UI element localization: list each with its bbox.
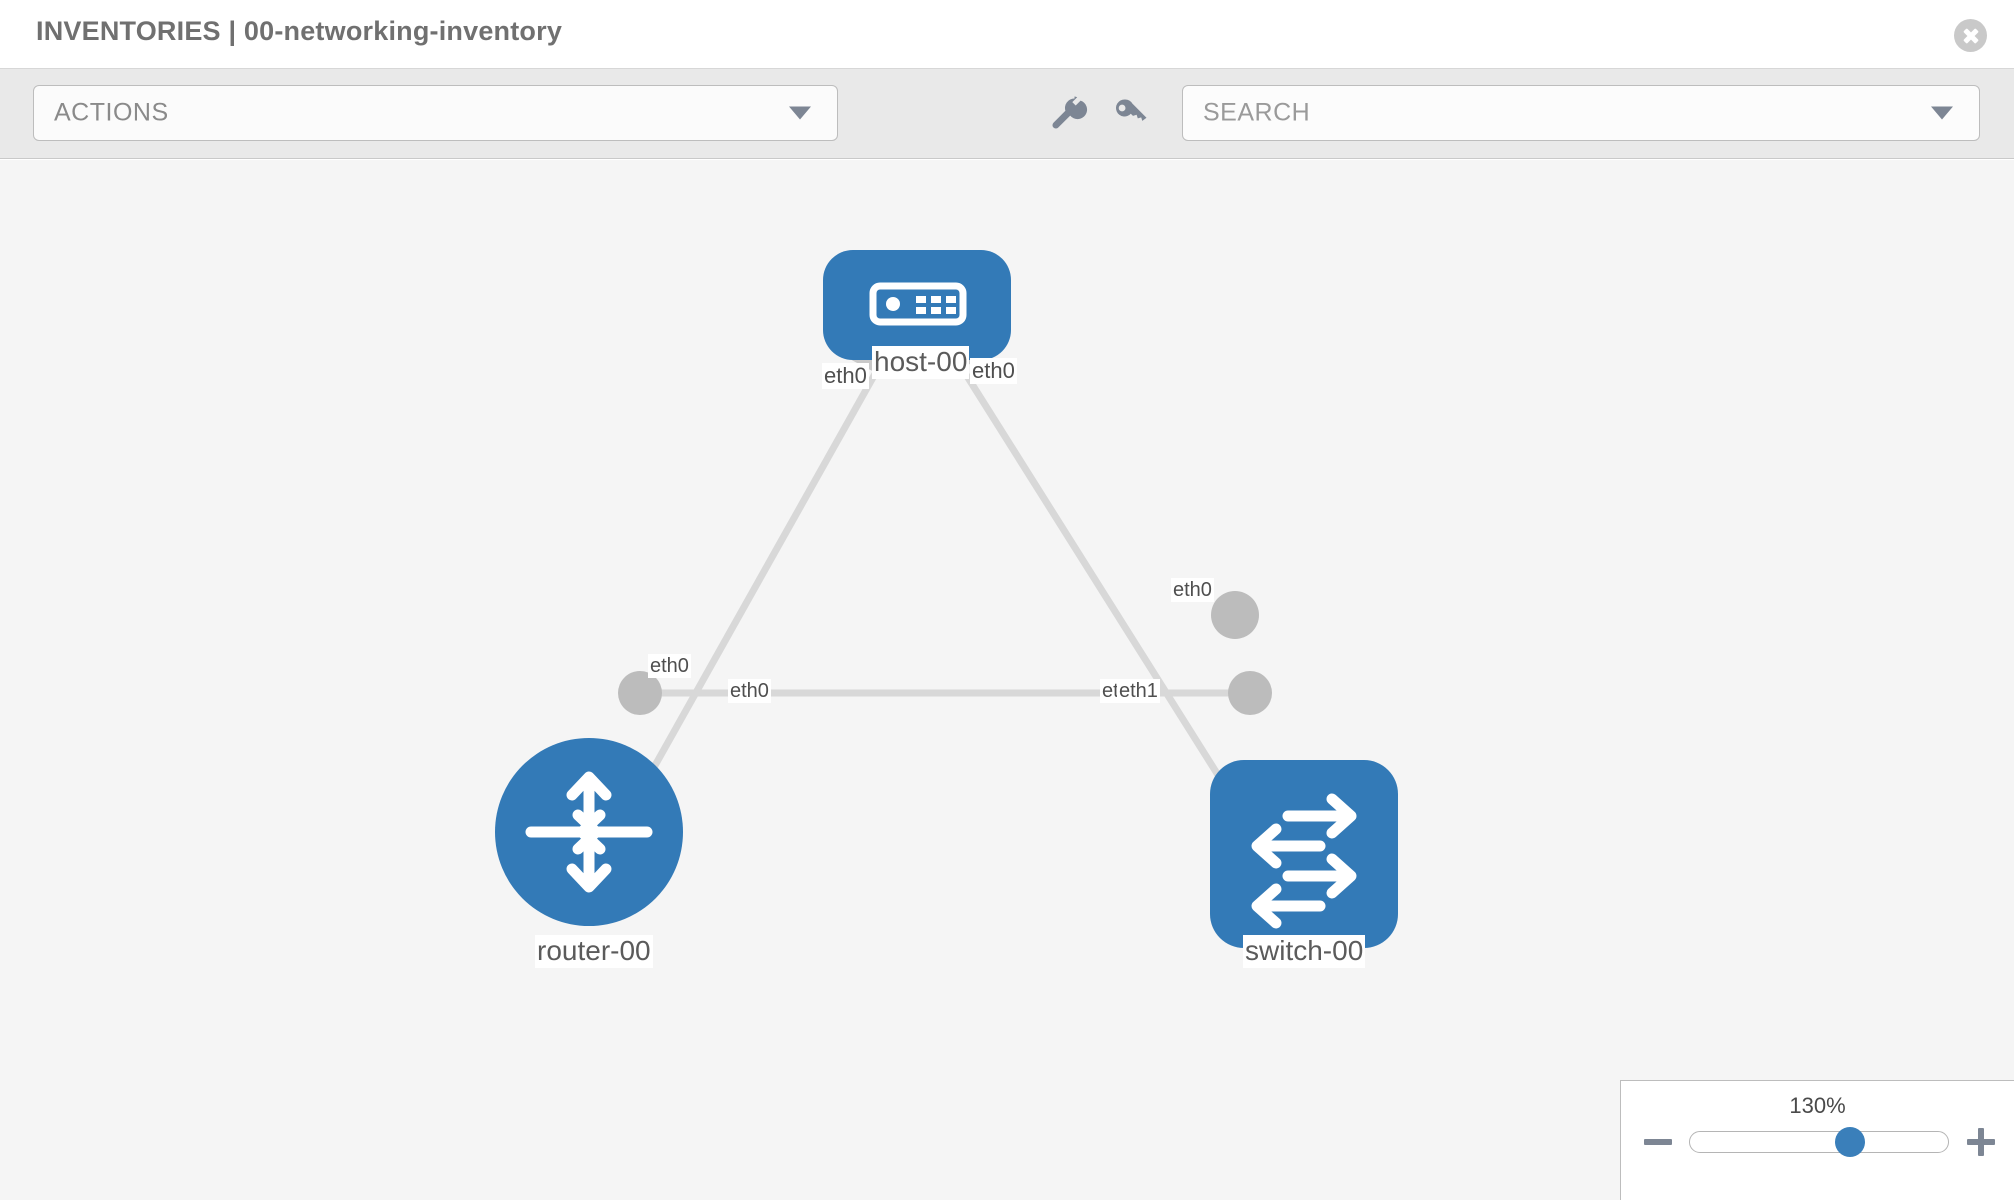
plus-icon[interactable] [1964,1125,1998,1159]
close-icon[interactable] [1954,19,1987,52]
edge-label-router-eth0-up: eth0 [648,654,691,678]
key-icon[interactable] [1108,91,1152,135]
page-title: INVENTORIES | 00-networking-inventory [36,16,563,46]
search-input[interactable]: SEARCH [1182,85,1980,141]
node-label-host-00: host-00 [872,346,970,379]
zoom-level-value: 130% [1789,1093,1846,1118]
zoom-control-panel: 130% [1620,1080,2014,1200]
node-label-router-00: router-00 [535,935,653,968]
wrench-icon[interactable] [1044,91,1088,135]
chevron-down-icon[interactable] [1931,106,1953,120]
topology-canvas[interactable]: host-00 eth0 eth0 [0,160,2014,1200]
edge-label-host-eth0-right: eth0 [970,358,1017,385]
actions-dropdown[interactable]: ACTIONS [33,85,838,141]
edge-label-router-eth0-right: eth0 [728,679,771,703]
edge-label-switch-eth1: eth1 [1117,679,1160,703]
router-arrows-icon [495,738,683,926]
page-header: INVENTORIES | 00-networking-inventory [0,0,2014,69]
node-switch-00[interactable] [1210,760,1398,948]
port-router-right [618,671,662,715]
node-label-switch-00: switch-00 [1243,935,1366,968]
chevron-down-icon [789,106,811,120]
node-host-00[interactable] [823,250,1011,360]
edge-label-host-eth0-left: eth0 [822,363,869,390]
switch-arrows-icon [1210,760,1398,948]
node-router-00[interactable] [495,738,683,926]
server-icon [823,250,1011,360]
search-placeholder: SEARCH [1203,98,1311,127]
edge-label-switch-eth0-up: eth0 [1171,578,1214,602]
zoom-slider-handle[interactable] [1834,1127,1865,1157]
toolbar: ACTIONS SEARCH [0,69,2014,159]
port-switch-left [1228,671,1272,715]
minus-icon[interactable] [1641,1125,1675,1159]
port-switch-top [1211,591,1259,639]
edge-host-switch [957,363,1243,812]
edge-host-router [626,363,884,812]
zoom-slider[interactable] [1689,1127,1949,1157]
actions-dropdown-label: ACTIONS [54,98,169,127]
